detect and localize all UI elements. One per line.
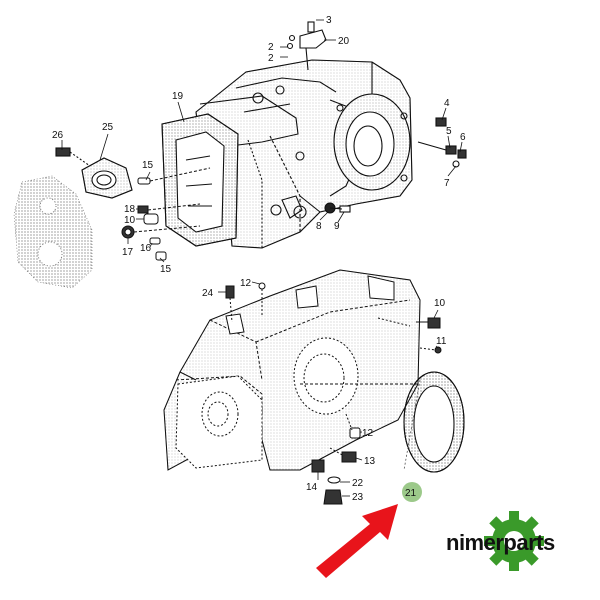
- callout-25: 25: [102, 122, 114, 133]
- callout-14: 14: [306, 482, 318, 493]
- callout-22: 22: [352, 478, 364, 489]
- callout-2: 2: [268, 42, 274, 53]
- callout-12: 12: [240, 278, 252, 289]
- callout-labels: 3 20 2 2 19 26 25 4 5 6 7 15 18 10 17 16…: [52, 15, 466, 503]
- highlighted-callout-21: 21: [402, 482, 422, 502]
- callout-21: 21: [405, 488, 417, 499]
- callout-15: 15: [160, 264, 172, 275]
- brand-name: nimerparts: [446, 530, 555, 555]
- callout-19: 19: [172, 91, 184, 102]
- ghost-adjacent-housing: [13, 175, 93, 289]
- callout-17: 17: [122, 247, 134, 258]
- callout-16: 16: [140, 243, 152, 254]
- upper-gasket: [161, 113, 239, 247]
- upper-left-fasteners: [121, 167, 211, 261]
- leader-lines: [61, 19, 463, 497]
- callout-26: 26: [52, 130, 64, 141]
- gear-icon: [484, 511, 544, 571]
- callout-24: 24: [202, 288, 214, 299]
- callout-12: 12: [362, 428, 374, 439]
- callout-23: 23: [352, 492, 364, 503]
- lower-transmission-housing: [163, 269, 421, 471]
- lower-gasket-21: [403, 371, 465, 473]
- callout-18: 18: [124, 204, 136, 215]
- callout-5: 5: [446, 126, 452, 137]
- callout-10: 10: [434, 298, 446, 309]
- lower-fasteners: [225, 282, 442, 505]
- callout-7: 7: [444, 178, 450, 189]
- callout-3: 3: [326, 15, 332, 26]
- callout-2: 2: [268, 53, 274, 64]
- callout-4: 4: [444, 98, 450, 109]
- callout-10: 10: [124, 215, 136, 226]
- callout-15: 15: [142, 160, 154, 171]
- callout-8: 8: [316, 221, 322, 232]
- cover-plate: [55, 147, 133, 199]
- callout-6: 6: [460, 132, 466, 143]
- red-pointer-arrow: [316, 504, 398, 578]
- callout-11: 11: [436, 336, 447, 347]
- callout-9: 9: [334, 221, 340, 232]
- callout-13: 13: [364, 456, 376, 467]
- callout-20: 20: [338, 36, 350, 47]
